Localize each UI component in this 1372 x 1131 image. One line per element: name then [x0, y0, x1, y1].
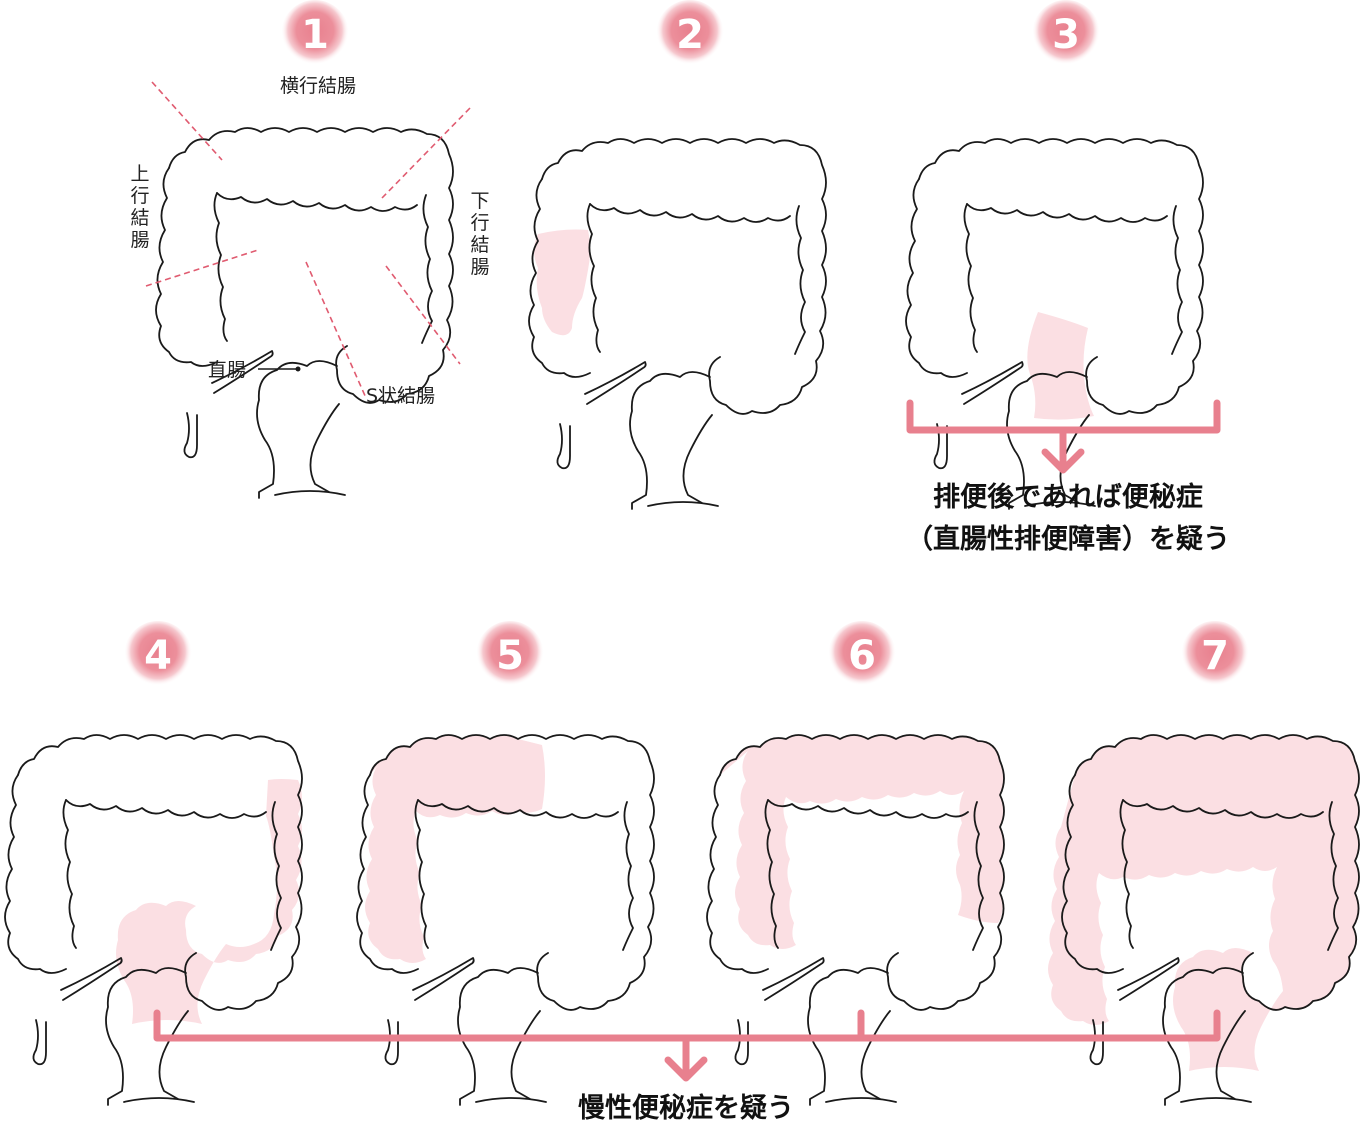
- highlight-descending-sigmoid-rectum: [116, 779, 302, 1024]
- highlight-ascending-transverse-descending: [720, 735, 1004, 949]
- label-descending-1: 下: [470, 190, 489, 212]
- badge-5-number: 5: [496, 633, 524, 679]
- label-descending-4: 腸: [470, 256, 489, 278]
- badge-7-number: 7: [1201, 633, 1229, 679]
- badge-1-number: 1: [301, 12, 329, 58]
- badge-6-number: 6: [848, 633, 876, 679]
- highlight-ascending-transverse: [365, 735, 545, 963]
- highlight-ascending-lower: [534, 229, 590, 336]
- panel-3: 3 排便後であれば便秘症 （直腸性排便障害）を疑う: [905, 0, 1230, 555]
- panel-6: 6: [706, 621, 1005, 1106]
- bracket-rectal: [906, 399, 1221, 474]
- panel-1: 1 横行結腸 上 行 結 腸 下 行 結 腸 直腸 S状結腸: [130, 0, 490, 499]
- panel-2: 2: [528, 0, 827, 510]
- highlight-rectum: [1027, 312, 1094, 420]
- badge-4-number: 4: [144, 633, 172, 679]
- conclusion-rectal-line1: 排便後であれば便秘症: [933, 482, 1203, 513]
- highlight-entire-colon: [1048, 735, 1359, 1071]
- label-ascending-2: 行: [130, 185, 149, 207]
- label-rectum: 直腸: [208, 359, 246, 381]
- label-sigmoid-colon: S状結腸: [366, 385, 435, 407]
- badge-1: 1: [281, 0, 349, 68]
- badge-7: 7: [1181, 621, 1249, 689]
- segment-divider-lines: [145, 81, 471, 399]
- panel-7: 7: [1048, 621, 1360, 1106]
- label-ascending-3: 結: [130, 207, 149, 229]
- badge-2: 2: [656, 0, 724, 68]
- badge-3: 3: [1032, 0, 1100, 68]
- label-ascending-1: 上: [130, 163, 149, 185]
- label-ascending-4: 腸: [130, 229, 149, 251]
- label-descending-2: 行: [470, 212, 489, 234]
- badge-5: 5: [476, 621, 544, 689]
- conclusion-chronic: 慢性便秘症を疑う: [578, 1093, 794, 1124]
- panel-4: 4: [4, 621, 303, 1106]
- label-transverse-colon: 横行結腸: [280, 75, 356, 97]
- bracket-chronic: [153, 1009, 1221, 1082]
- label-descending-3: 結: [470, 234, 489, 256]
- conclusion-rectal-line2: （直腸性排便障害）を疑う: [906, 523, 1230, 555]
- badge-3-number: 3: [1052, 12, 1080, 58]
- badge-6: 6: [828, 621, 896, 689]
- badge-2-number: 2: [676, 12, 704, 58]
- rectum-pointer-dot: [295, 366, 301, 372]
- badge-4: 4: [124, 621, 192, 689]
- panel-5: 5: [356, 621, 655, 1106]
